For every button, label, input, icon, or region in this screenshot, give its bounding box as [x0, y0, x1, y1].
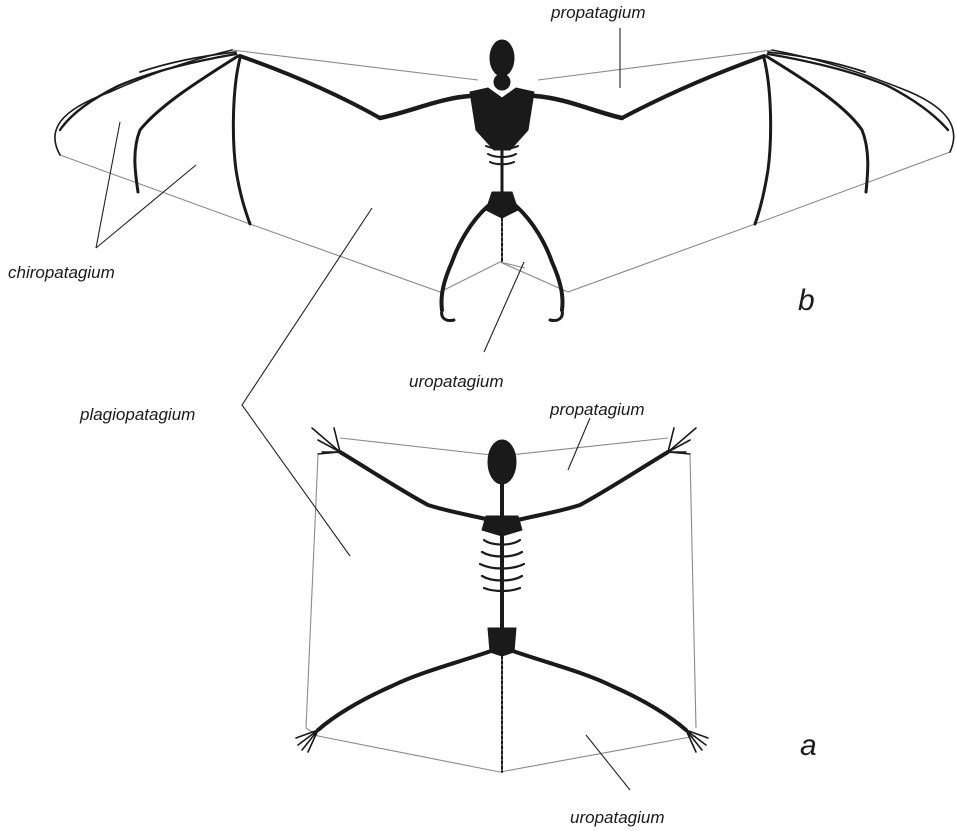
panel-b-left-digit-3: [60, 54, 236, 130]
panel-b-right-digit-4: [766, 56, 868, 192]
panel-b-left-humerus: [380, 96, 470, 118]
panel-b-left-foot: [442, 310, 454, 321]
panel-b-right-digit-3: [768, 54, 948, 130]
panel-b-right-leg: [516, 206, 563, 310]
panel-b-right-digit-5: [755, 58, 771, 224]
panel-b-left-digit-5: [233, 58, 250, 224]
panel-a-left-arm: [340, 452, 490, 520]
leader-propatagium-a: [568, 418, 590, 470]
panel-label-b: b: [798, 284, 815, 317]
panel-a-shoulder-girdle: [482, 516, 522, 536]
panel-b-skeleton: [55, 40, 954, 321]
panel-b-left-leg: [441, 206, 488, 310]
label-uropatagium-a: uropatagium: [570, 808, 665, 827]
leader-uropatagium-a: [586, 735, 630, 790]
panel-b-right-forearm: [622, 56, 764, 118]
panel-b-right-foot: [550, 310, 562, 321]
panel-a-left-foot: [296, 730, 318, 752]
label-plagiopatagium: plagiopatagium: [79, 405, 195, 424]
label-uropatagium-b: uropatagium: [409, 372, 504, 391]
panel-b-pelvis: [486, 192, 518, 218]
panel-b-left-digit-4: [135, 56, 238, 192]
label-propatagium-a: propatagium: [549, 400, 645, 419]
panel-a-right-arm: [518, 452, 668, 520]
leader-chiropatagium-2: [96, 165, 196, 248]
panel-label-a: a: [800, 729, 817, 762]
leader-uropatagium-b: [484, 262, 524, 352]
panel-a-right-leg: [510, 650, 686, 730]
panel-b-right-humerus: [535, 96, 622, 118]
label-propatagium-b: propatagium: [550, 3, 646, 22]
label-chiropatagium: chiropatagium: [8, 263, 115, 282]
panel-a-left-leg: [318, 650, 494, 730]
panel-a-left-hand: [312, 428, 340, 454]
panel-a-skull: [488, 440, 516, 484]
leader-chiropatagium-1: [96, 122, 120, 248]
panel-b-right-digit-2: [768, 52, 865, 72]
panel-b-skull: [490, 40, 514, 76]
panel-b-skull-base: [494, 74, 510, 90]
panel-a-skeleton: [296, 428, 708, 772]
panel-a-right-foot: [686, 730, 708, 752]
panel-a-right-hand: [668, 428, 696, 454]
panel-b-left-wing-edge: [55, 50, 232, 155]
